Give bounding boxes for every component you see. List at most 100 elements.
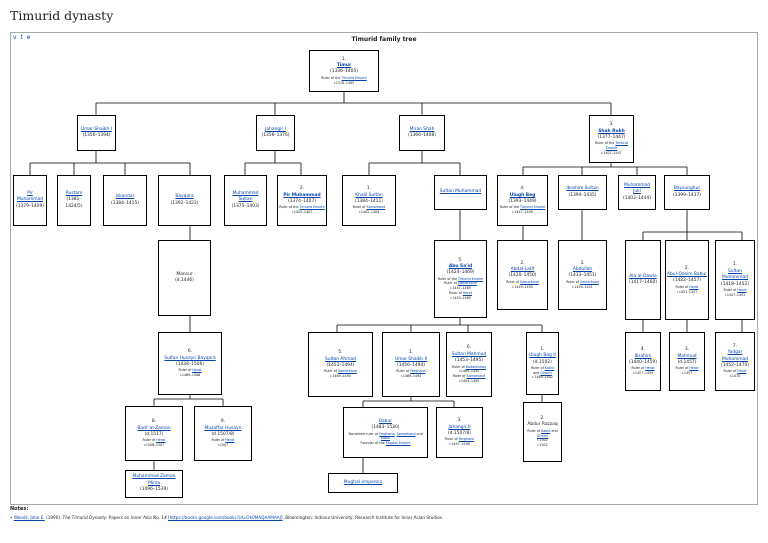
person-name-link[interactable]: Sultan Muhammad (721, 268, 749, 281)
realm-link[interactable]: Herat (737, 369, 747, 374)
realm-link[interactable]: Samarkand (520, 279, 539, 284)
person-name-link[interactable]: Bayqara (175, 194, 194, 200)
person-name-link[interactable]: Ibrahim (634, 353, 652, 359)
person-name-link[interactable]: Mahmud (677, 353, 697, 359)
person-note: Ruler of Herat (675, 284, 699, 289)
person-sultan-mahmud: 6. Sultan Mahmud (1453–1495) Ruler of Ba… (446, 332, 492, 397)
realm-link[interactable]: Herat (225, 438, 235, 443)
person-note: Ruler of Herat (449, 290, 472, 295)
person-name-link[interactable]: Timur (336, 63, 352, 69)
person-name-link[interactable]: Iskandar (115, 194, 135, 200)
realm-link[interactable]: Ferghana (458, 437, 475, 442)
person-note: Ruler of Herat (675, 366, 699, 371)
person-name-link[interactable]: Abdullah (572, 267, 593, 273)
realm-link[interactable]: Timurid Empire (605, 141, 628, 151)
realm-link[interactable]: Herat (192, 368, 202, 373)
person-name-link[interactable]: Ulugh Beg II (529, 353, 556, 359)
person-name-link[interactable]: Muzaffar Husayn (204, 425, 242, 431)
person-name-link[interactable]: Baysunghur (673, 186, 701, 192)
realm-link[interactable]: Timurid Empire (299, 205, 325, 210)
realm-link[interactable]: Ferghana (379, 431, 395, 436)
person-reign: r.1451–1469 (450, 286, 471, 291)
person-reign: r.1497–1498 (449, 442, 470, 447)
realm-link[interactable]: Samarkand (580, 279, 599, 284)
person-reign: r.1449–1450 (512, 284, 533, 289)
realm-link[interactable]: Ferghana (410, 369, 426, 374)
realm-link[interactable]: Samarkand (366, 205, 386, 210)
person-dates: (1451–1494) (326, 362, 355, 368)
person-name-link[interactable]: Umar Shaikh II (394, 356, 428, 362)
person-reign: r.1506–1507 (143, 443, 165, 448)
person-name-link[interactable]: Shah Rukh (598, 128, 625, 134)
realm-link[interactable]: Samarkand (338, 369, 357, 374)
person-pir-muhammad-2: 2. Pir Muhammad (1374–1407) Ruler of the… (277, 175, 327, 226)
person-reign: r.1469–1495 (458, 369, 480, 374)
person-name-link[interactable]: Muhammad Juki (623, 182, 651, 195)
notes-heading: Notes: (10, 506, 29, 512)
person-dates: (d.1507/8) (447, 430, 472, 436)
person-reign: r.1469–1506 (179, 373, 201, 378)
person-name-link[interactable]: Muhammad Sultan (232, 190, 259, 203)
person-reign: r.1502 (537, 443, 548, 448)
person-name-link[interactable]: Jahangir II (448, 424, 471, 430)
person-abu-said: 5. Abu Sa'id (1424–1469) Ruler of the Ti… (434, 240, 487, 318)
person-name-link[interactable]: Muhammad Zaman Mirza (132, 474, 176, 486)
person-number: 1. (540, 346, 545, 352)
realm-link[interactable]: Herat (689, 366, 699, 371)
realm-link[interactable]: Kabul (541, 428, 551, 433)
realm-link[interactable]: Ghazni (536, 433, 549, 438)
realm-link[interactable]: Herat (462, 290, 472, 295)
person-name-link[interactable]: Pir Muhammad (16, 190, 44, 203)
person-name-link[interactable]: Jahangir I (265, 126, 286, 132)
person-dates: (d.1507/8) (211, 431, 235, 437)
person-name-link[interactable]: Abdal-Latif (510, 267, 535, 273)
realm-link[interactable]: Timurid Empire (520, 205, 546, 210)
realm-link[interactable]: Herat (156, 438, 166, 443)
person-note: Ruler of Samarkand (566, 279, 599, 284)
person-name-link[interactable]: Yadgar Muhammad (721, 350, 749, 362)
person-name-link[interactable]: Sultan Muhammad (439, 189, 482, 195)
person-note: Ruler of Samarkand (324, 369, 357, 374)
realm-link[interactable]: Samarkand (466, 374, 486, 379)
person-name-link[interactable]: Khalil Sultan (355, 192, 383, 198)
page-title: Timurid dynasty (10, 8, 114, 23)
person-number: 2. (540, 416, 545, 422)
person-name-link[interactable]: Rustam (65, 190, 83, 196)
person-name-link[interactable]: Ibrahim Sultan (566, 186, 599, 192)
person-name-link[interactable]: Abul-Qasim Babur (667, 272, 707, 278)
person-note: Ruler of Herat (211, 438, 235, 443)
realm-link[interactable]: Timurid Empire (341, 75, 367, 80)
vte-links[interactable]: v t e (13, 34, 32, 41)
realm-link[interactable]: Timurid Empire (458, 276, 484, 281)
person-number: 5. (338, 350, 343, 356)
realm-link[interactable]: Herat (689, 284, 699, 289)
person-name-link[interactable]: Miran Shah (409, 126, 435, 132)
person-name-link[interactable]: Ulugh Beg (509, 192, 536, 198)
reference-url-link[interactable]: [https://books.google.com/books?id=Ok0MA… (168, 515, 283, 520)
realm-link[interactable]: Kabul (544, 365, 555, 370)
person-name-link[interactable]: Ala al-Dawla (629, 273, 657, 279)
realm-link[interactable]: Herat (737, 287, 747, 292)
person-name-link[interactable]: Umar Shaikh I (81, 126, 112, 132)
realm-link[interactable]: Samarkand (396, 431, 416, 436)
person-miran-shah: Miran Shah (1366–1408) (399, 115, 445, 151)
realm-link[interactable]: Badakhshan (465, 364, 487, 369)
person-name-link[interactable]: Sultan Husayn Bayqara (164, 355, 216, 361)
mughal-emperors-link[interactable]: Mughal emperors (343, 479, 383, 485)
person-dates: (1483–1530) (371, 425, 400, 431)
realm-link[interactable]: Ghazni (540, 370, 552, 375)
realm-link[interactable]: Kabul (380, 436, 391, 441)
person-baysunghur: Baysunghur (1399–1437) (664, 175, 710, 210)
author-link[interactable]: Woods, John E. (13, 515, 45, 520)
realm-link[interactable]: Herat (645, 366, 655, 371)
person-name-link[interactable]: Badi' al-Zaman (137, 425, 171, 431)
person-note: Ruler of Ferghana (444, 437, 475, 442)
person-name-link[interactable]: Babur (378, 418, 393, 424)
person-name-link[interactable]: Sultan Mahmud (451, 351, 487, 357)
realm-link[interactable]: Mughal Empire (385, 441, 411, 446)
realm-link[interactable]: Samarkand (458, 281, 477, 286)
person-name-link[interactable]: Sultan Ahmad (325, 356, 356, 362)
person-name-link[interactable]: Pir Muhammad (283, 192, 321, 198)
person-name-link[interactable]: Abu Sa'id (448, 263, 473, 269)
person-umar-shaikh-ii: 1. Umar Shaikh II (1456–1494) Ruler of F… (382, 332, 440, 397)
